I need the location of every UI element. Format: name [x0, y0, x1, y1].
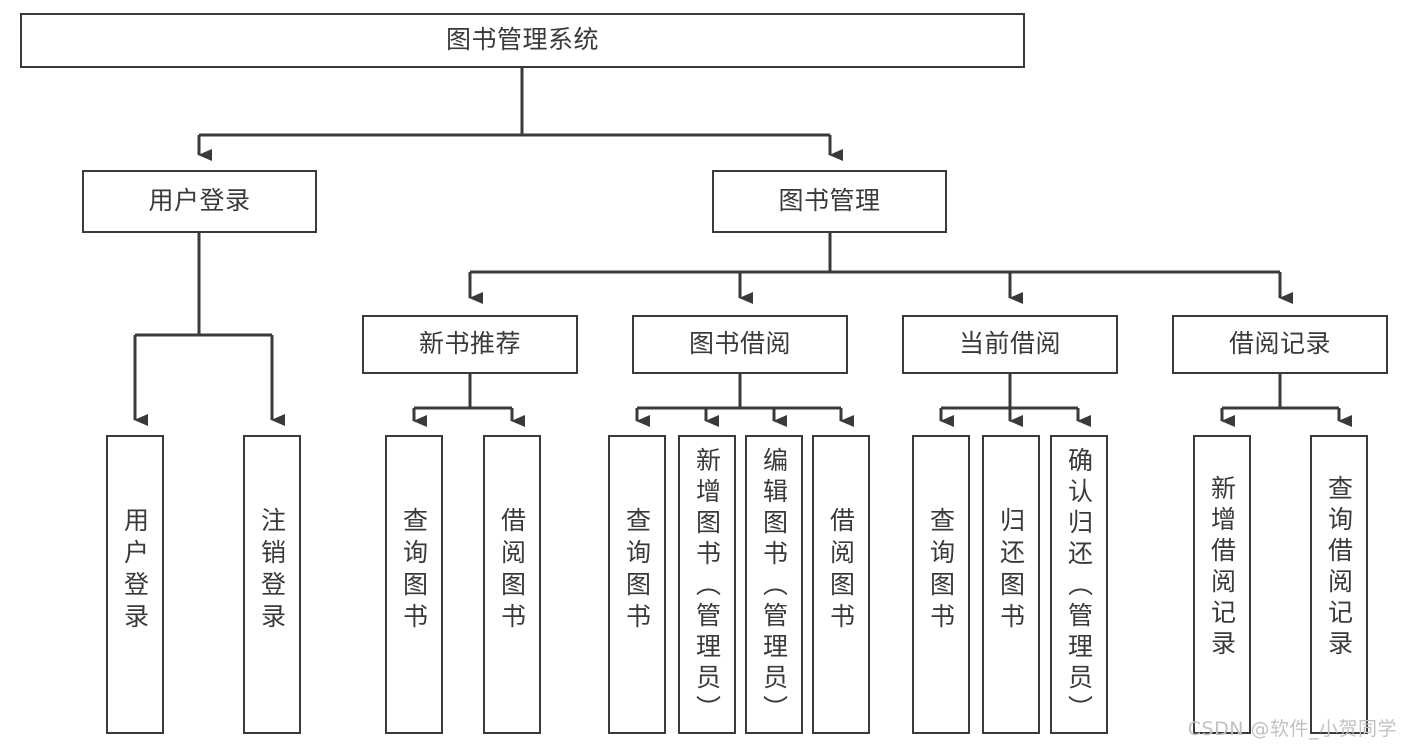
- leaf-add-record[interactable]: 新增借阅记录: [1193, 435, 1251, 734]
- node-current-borrow[interactable]: 当前借阅: [902, 315, 1118, 374]
- node-borrow-record-label: 借阅记录: [1228, 329, 1331, 359]
- leaf-edit-book-label: 编辑图书（管理员）: [759, 447, 789, 726]
- node-new-book-recommend-label: 新书推荐: [418, 329, 521, 359]
- leaf-logout-login[interactable]: 注销登录: [243, 435, 301, 734]
- leaf-query-book-3[interactable]: 查询图书: [912, 435, 970, 734]
- leaf-query-record[interactable]: 查询借阅记录: [1310, 435, 1368, 734]
- leaf-user-login[interactable]: 用户登录: [106, 435, 164, 734]
- leaf-query-book-2-label: 查询图书: [622, 507, 652, 635]
- leaf-user-login-label: 用户登录: [120, 507, 150, 635]
- leaf-add-record-label: 新增借阅记录: [1207, 475, 1237, 661]
- leaf-borrow-book-1[interactable]: 借阅图书: [483, 435, 541, 734]
- leaf-add-book[interactable]: 新增图书（管理员）: [678, 435, 736, 734]
- watermark-text: CSDN @软件_小贺同学: [1187, 718, 1397, 740]
- node-root[interactable]: 图书管理系统: [20, 13, 1025, 68]
- leaf-query-book-3-label: 查询图书: [926, 507, 956, 635]
- node-book-management[interactable]: 图书管理: [712, 170, 947, 233]
- leaf-add-book-label: 新增图书（管理员）: [692, 447, 722, 726]
- leaf-query-book-2[interactable]: 查询图书: [608, 435, 666, 734]
- leaf-edit-book[interactable]: 编辑图书（管理员）: [745, 435, 803, 734]
- leaf-return-book[interactable]: 归还图书: [982, 435, 1040, 734]
- node-new-book-recommend[interactable]: 新书推荐: [362, 315, 578, 374]
- node-user-login-label: 用户登录: [148, 186, 251, 216]
- node-current-borrow-label: 当前借阅: [958, 329, 1061, 359]
- node-user-login[interactable]: 用户登录: [82, 170, 317, 233]
- leaf-borrow-book-1-label: 借阅图书: [497, 507, 527, 635]
- leaf-confirm-return-label: 确认归还（管理员）: [1064, 447, 1094, 726]
- node-book-borrow-label: 图书借阅: [688, 329, 791, 359]
- leaf-logout-login-label: 注销登录: [257, 507, 287, 635]
- leaf-query-book-1-label: 查询图书: [399, 507, 429, 635]
- leaf-confirm-return[interactable]: 确认归还（管理员）: [1050, 435, 1108, 734]
- node-borrow-record[interactable]: 借阅记录: [1172, 315, 1388, 374]
- leaf-query-book-1[interactable]: 查询图书: [385, 435, 443, 734]
- leaf-borrow-book-2[interactable]: 借阅图书: [812, 435, 870, 734]
- node-root-label: 图书管理系统: [445, 25, 599, 55]
- leaf-borrow-book-2-label: 借阅图书: [826, 507, 856, 635]
- node-book-management-label: 图书管理: [778, 186, 881, 216]
- leaf-return-book-label: 归还图书: [996, 507, 1026, 635]
- node-book-borrow[interactable]: 图书借阅: [632, 315, 848, 374]
- leaf-query-record-label: 查询借阅记录: [1324, 475, 1354, 661]
